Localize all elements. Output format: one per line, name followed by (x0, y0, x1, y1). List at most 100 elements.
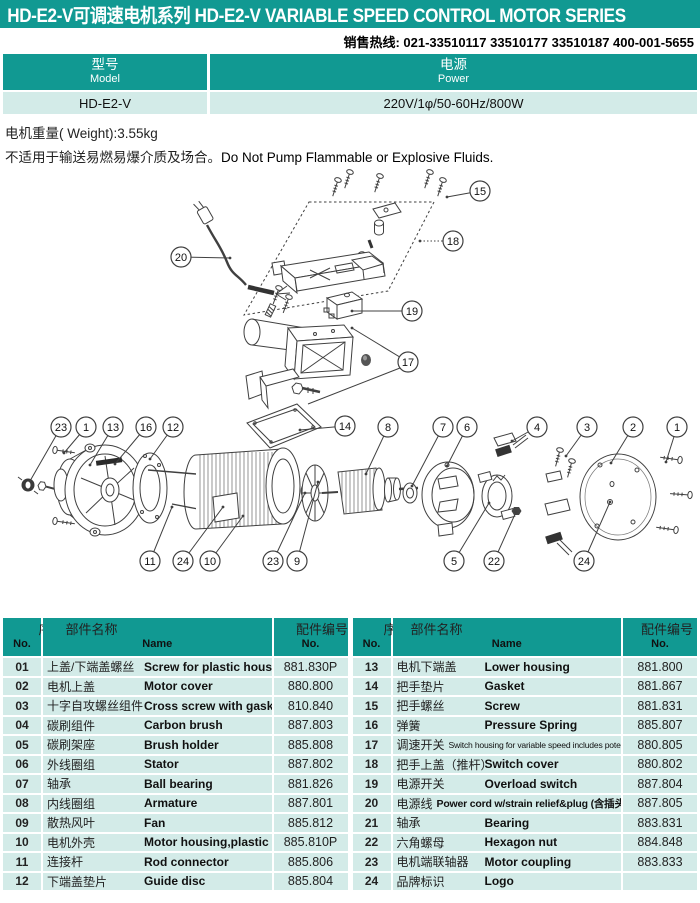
callout-9 (286, 550, 308, 572)
switch-housing (243, 318, 371, 381)
logo-window (212, 492, 240, 523)
part-code: 885.807 (623, 716, 697, 734)
callout-24 (573, 550, 595, 572)
callout-15 (469, 180, 491, 202)
part-code: 887.803 (273, 716, 348, 734)
callout-11 (139, 550, 161, 572)
overload-switch (323, 291, 364, 320)
part-no: 09 (3, 814, 41, 832)
svg-text:1: 1 (674, 422, 680, 434)
part-no: 06 (3, 755, 41, 773)
callout-1 (666, 416, 688, 438)
callout-8 (377, 416, 399, 438)
callout-17 (397, 351, 419, 373)
part-no: 15 (352, 697, 391, 715)
brush-holder (477, 470, 516, 521)
pressure-spring (95, 457, 123, 466)
part-code: 880.800 (273, 677, 348, 695)
callout-19 (401, 300, 423, 322)
svg-text:19: 19 (406, 306, 418, 318)
part-code: 883.833 (623, 853, 697, 871)
callout-5 (443, 550, 465, 572)
part-no: 14 (352, 677, 391, 695)
svg-text:16: 16 (140, 422, 152, 434)
callout-22 (483, 550, 505, 572)
part-no: 13 (352, 658, 391, 676)
svg-text:24: 24 (177, 556, 189, 568)
part-code: 881.831 (623, 697, 697, 715)
callout-1 (75, 416, 97, 438)
part-no: 12 (3, 872, 41, 890)
svg-text:7: 7 (440, 422, 446, 434)
callout-13 (102, 416, 124, 438)
callout-23 (262, 550, 284, 572)
part-code: 880.805 (623, 736, 697, 754)
callout-16 (135, 416, 157, 438)
svg-text:2: 2 (630, 422, 636, 434)
callout-4 (526, 416, 548, 438)
dashed-enclosure (243, 201, 435, 316)
part-no: 22 (352, 833, 391, 851)
part-code: 887.805 (623, 794, 697, 812)
switch-cover (271, 251, 386, 295)
callout-3 (576, 416, 598, 438)
power-cord (205, 224, 247, 286)
callout-6 (456, 416, 478, 438)
part-no: 18 (352, 755, 391, 773)
part-no: 21 (352, 814, 391, 832)
part-code: 887.802 (273, 755, 348, 773)
logo-mark (607, 499, 613, 505)
guide-disc (132, 452, 168, 524)
motor-cover (579, 453, 657, 541)
motor-housing (183, 447, 301, 530)
sales-hotline: 销售热线: 021-33510117 33510177 33510187 400… (343, 35, 694, 50)
svg-text:10: 10 (204, 556, 216, 568)
part-code: 885.804 (273, 872, 348, 890)
svg-text:5: 5 (451, 556, 457, 568)
svg-text:17: 17 (402, 357, 414, 369)
svg-text:14: 14 (339, 421, 351, 433)
callout-7 (432, 416, 454, 438)
part-code: 881.800 (623, 658, 697, 676)
armature (321, 467, 419, 515)
part-no: 23 (352, 853, 391, 871)
spec-header-power: 电源 Power (210, 54, 697, 90)
part-code: 884.848 (623, 833, 697, 851)
svg-text:12: 12 (167, 422, 179, 434)
bearing (402, 482, 418, 504)
svg-text:18: 18 (447, 236, 459, 248)
carbon-brush (493, 432, 573, 556)
part-name: 把手上盖（推杆）Switch cover (392, 755, 621, 773)
part-code: 881.867 (623, 677, 697, 695)
svg-text:4: 4 (534, 422, 540, 434)
svg-text:15: 15 (474, 186, 486, 198)
part-no: 05 (3, 736, 41, 754)
part-code: 881.826 (273, 775, 348, 793)
part-no: 04 (3, 716, 41, 734)
part-code: 810.840 (273, 697, 348, 715)
spec-value-power: 220V/1φ/50-60Hz/800W (210, 92, 697, 114)
part-no: 19 (352, 775, 391, 793)
